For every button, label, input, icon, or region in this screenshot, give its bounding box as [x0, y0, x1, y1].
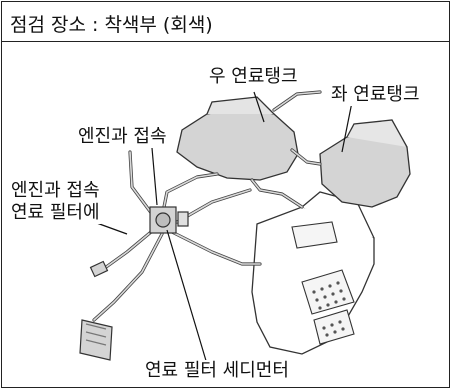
fuel-filter-sedimenter-label: 연료 필터 세디먼터 [144, 360, 290, 382]
title-divider [2, 41, 449, 42]
left-fuel-tank-label: 좌 연료탱크 [330, 84, 421, 106]
chassis-outline [251, 191, 375, 355]
step-plate-holes [312, 281, 346, 337]
engine-connection-lower-label: 엔진과 접속 [10, 180, 101, 202]
fuel-filter-sedimenter [149, 206, 189, 234]
fuel-filter [89, 260, 109, 278]
fuel-pipes-inner [93, 91, 321, 321]
radiator [79, 319, 113, 361]
left-fuel-tank [319, 119, 411, 208]
right-fuel-tank [176, 96, 299, 181]
page-title: 점검 장소 : 착색부 (회색) [10, 14, 213, 36]
step-plate [291, 221, 355, 345]
engine-connection-upper-label: 엔진과 접속 [77, 126, 168, 148]
right-fuel-tank-label: 우 연료탱크 [208, 66, 299, 88]
fuel-filter-label: 연료 필터에 [10, 202, 101, 224]
